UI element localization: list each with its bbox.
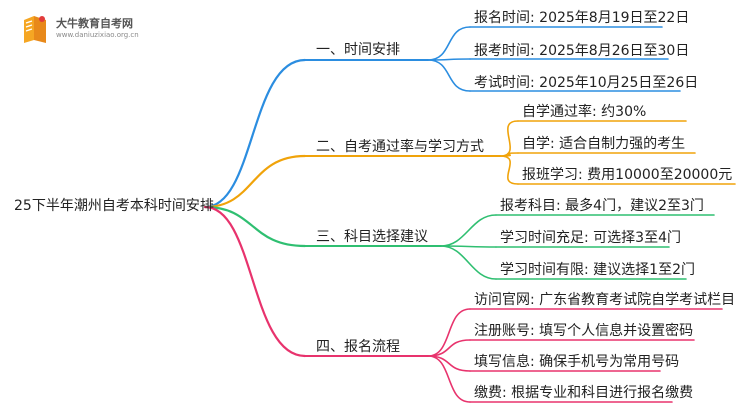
branch-connector bbox=[203, 58, 307, 209]
leaf-connector bbox=[427, 355, 471, 403]
leaf-connector bbox=[427, 355, 471, 372]
leaf-text: 报名时间: 2025年8月19日至22日 bbox=[474, 10, 690, 26]
leaf-text: 报考科目: 最多4门，建议2至3门 bbox=[500, 198, 704, 214]
leaf-text: 学习时间有限: 建议选择1至2门 bbox=[500, 262, 695, 278]
leaf-text: 缴费: 根据专业和科目进行报名缴费 bbox=[474, 385, 694, 401]
leaf-text: 报班学习: 费用10000至20000元 bbox=[522, 167, 733, 183]
leaf-text: 访问官网: 广东省教育考试院自学考试栏目 bbox=[474, 292, 736, 308]
leaf-text: 填写信息: 确保手机号为常用号码 bbox=[474, 354, 680, 370]
leaf-connector bbox=[427, 339, 471, 357]
leaf-connector bbox=[427, 59, 471, 92]
logo-title: 大牛教育自考网 bbox=[56, 17, 133, 30]
leaf-connector bbox=[499, 152, 519, 157]
leaf-text: 自学通过率: 约30% bbox=[522, 104, 647, 120]
branch-connector bbox=[203, 205, 307, 248]
leaf-connector bbox=[499, 155, 519, 185]
branch-registration-process: 四、报名流程 bbox=[316, 339, 400, 355]
branch-connector bbox=[203, 205, 307, 358]
logo-url: www.daniuzixiao.org.cn bbox=[56, 31, 139, 39]
leaf-connector bbox=[427, 308, 471, 357]
leaf-text: 考试时间: 2025年10月25日至26日 bbox=[474, 75, 699, 91]
branch-subject-advice: 三、科目选择建议 bbox=[316, 229, 428, 245]
root-topic: 25下半年潮州自考本科时间安排 bbox=[14, 198, 214, 214]
leaf-text: 学习时间充足: 可选择3至4门 bbox=[500, 230, 681, 246]
branch-connector bbox=[203, 154, 307, 209]
leaf-connector bbox=[499, 120, 519, 157]
leaf-text: 注册账号: 填写个人信息并设置密码 bbox=[474, 323, 694, 339]
leaf-connector bbox=[440, 245, 497, 280]
book-icon bbox=[24, 16, 46, 43]
leaf-connector bbox=[427, 26, 471, 61]
branch-time-schedule: 一、时间安排 bbox=[316, 42, 400, 58]
site-logo: 大牛教育自考网 www.daniuzixiao.org.cn bbox=[18, 12, 158, 48]
leaf-text: 报考时间: 2025年8月26日至30日 bbox=[474, 43, 690, 59]
leaf-text: 自学: 适合自制力强的考生 bbox=[522, 136, 686, 152]
leaf-connector bbox=[440, 214, 497, 247]
branch-pass-rate: 二、自考通过率与学习方式 bbox=[316, 139, 484, 155]
